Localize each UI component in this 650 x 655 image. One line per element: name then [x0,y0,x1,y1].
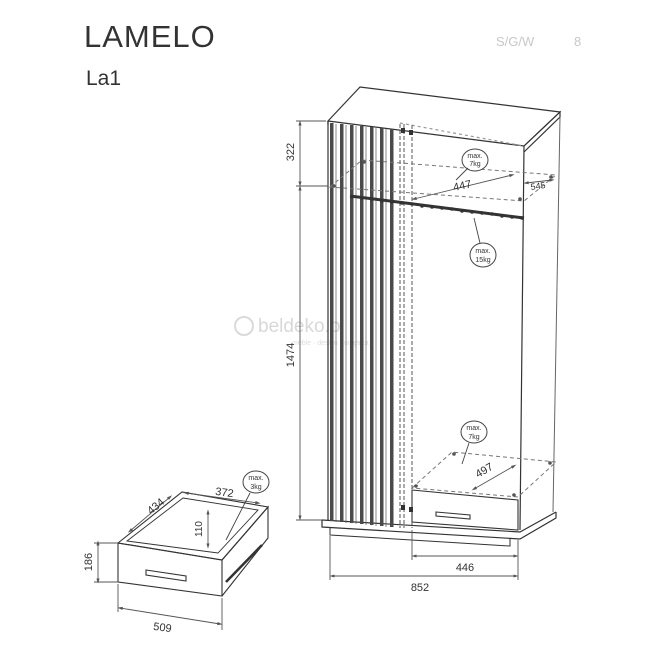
drawer-dim-width: 509 [152,621,172,635]
hinges [401,128,413,512]
drawer-drawing [116,491,270,597]
dim-wardrobe-width: 852 [411,582,429,594]
lamella-slats [330,123,394,527]
badge-rail: max. 15kg [469,217,497,268]
wardrobe-plinth [321,511,557,533]
svg-text:15kg: 15kg [475,257,490,264]
dim-shelf-top-depth: 447 [452,178,472,194]
hanging-rail [349,194,525,220]
badge-bottom-shelf: max. 7kg [460,420,488,465]
model-code: La1 [86,67,121,90]
watermark: beldeko.pl meble · design · wnętrza [234,316,369,347]
product-title: LAMELO [84,19,216,54]
svg-text:max.: max. [248,475,263,482]
top-shelf [328,159,558,202]
badge-top-shelf: max. 7kg [455,148,489,181]
faint-variant-code-tail: 8 [574,34,581,49]
wardrobe-drawing [321,86,562,547]
dim-wardrobe-height: 1474 [285,343,297,367]
wardrobe-drawer [411,489,519,531]
svg-text:max.: max. [466,425,481,432]
svg-text:max.: max. [467,153,482,160]
svg-text:7kg: 7kg [469,161,480,168]
drawer-dim-inner-width: 372 [214,486,234,500]
dim-right-section-width: 446 [456,562,474,574]
svg-text:3kg: 3kg [250,484,261,491]
badge-drawer: max. 3kg [225,470,270,541]
drawer-dim-inner-height: 110 [194,521,205,537]
dim-shelf-bottom-depth: 497 [474,461,496,481]
faint-variant-code: S/G/W [496,34,535,49]
bottom-shelf [410,451,558,498]
wardrobe-right-side [523,110,561,153]
wardrobe-right-edge [519,145,525,531]
drawer-dim-depth: 434 [145,496,167,517]
dim-shelf-top-side: 545 [530,180,546,192]
svg-text:7kg: 7kg [468,434,479,441]
dim-top-section: 322 [285,143,297,161]
door-frame [399,124,413,528]
svg-text:max.: max. [475,248,490,255]
drawer-dim-height: 186 [83,553,95,571]
